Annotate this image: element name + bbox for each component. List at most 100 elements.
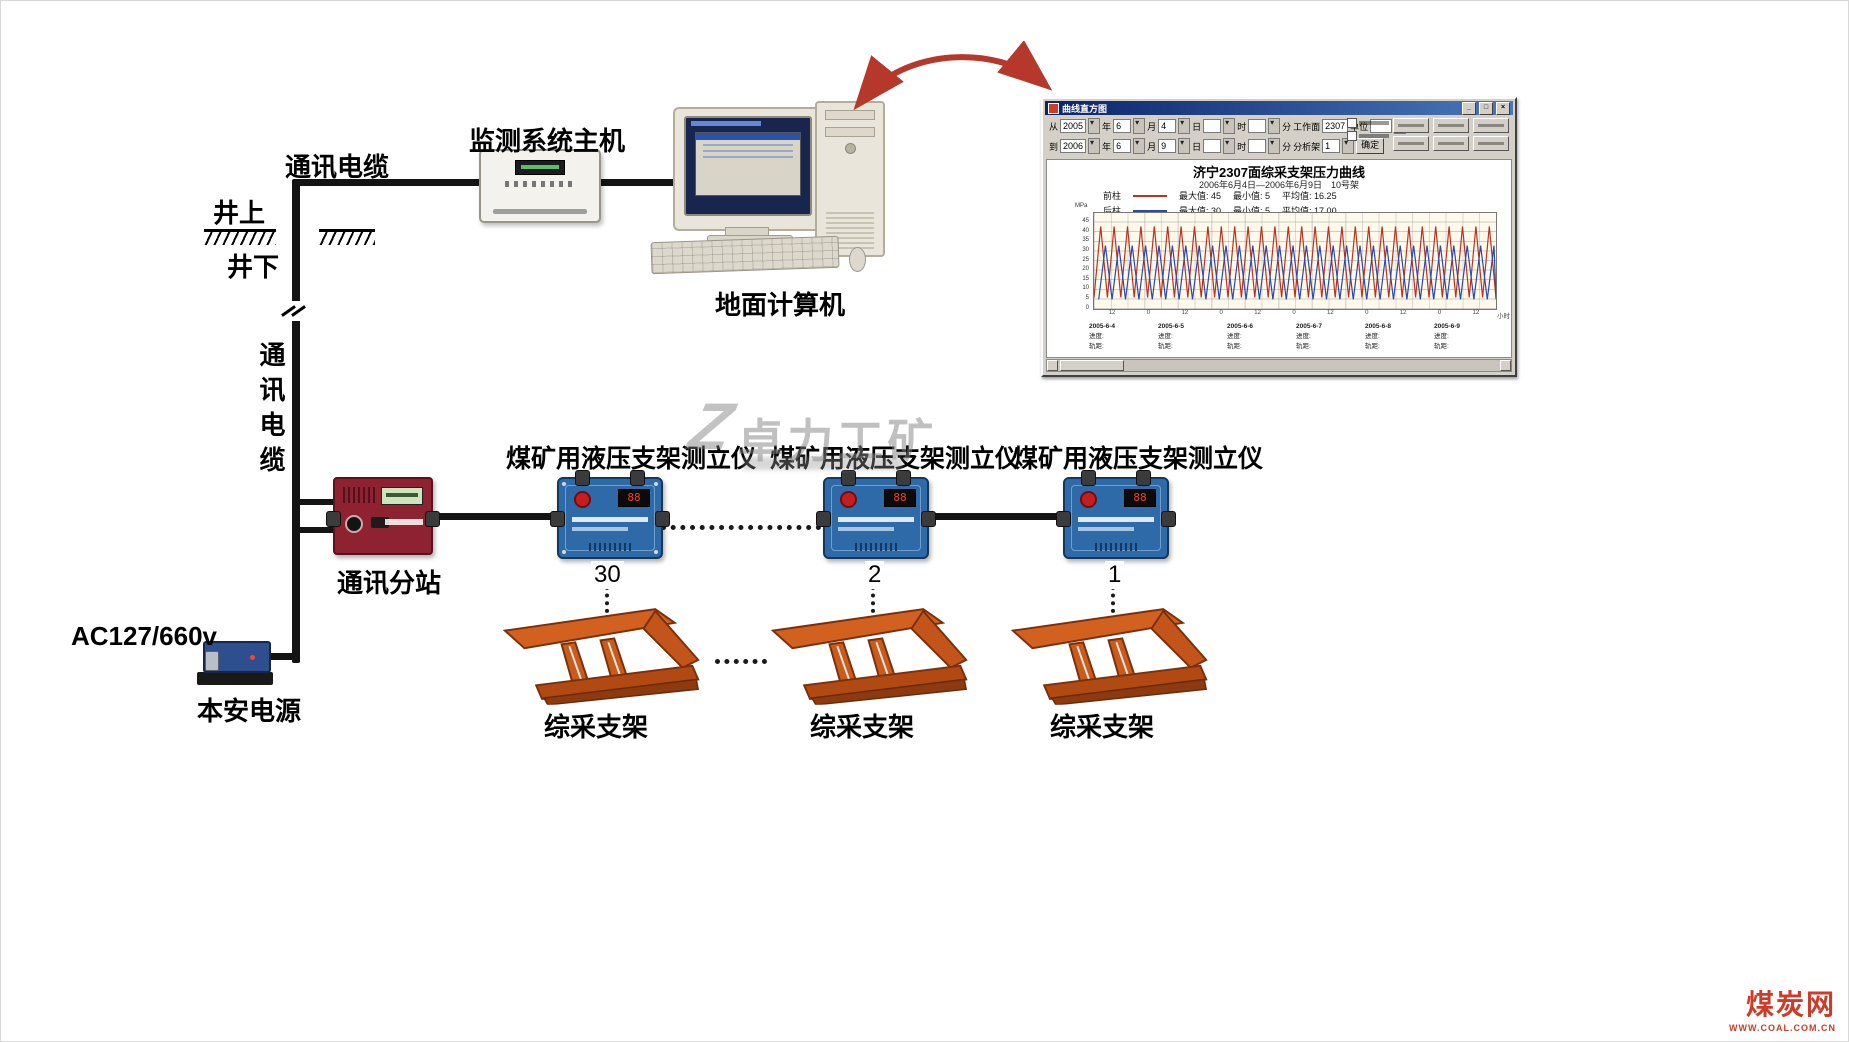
instrument-display: 88: [1124, 489, 1156, 507]
substation-connector-left: [326, 511, 341, 527]
close-button[interactable]: ×: [1496, 101, 1510, 115]
dropdown-arrow-icon[interactable]: [1223, 118, 1236, 134]
toolbar-button[interactable]: [1433, 118, 1469, 133]
screw: [654, 482, 658, 486]
year-label: 年: [1102, 141, 1112, 152]
horizontal-scrollbar[interactable]: [1046, 359, 1512, 372]
crt-monitor: [673, 107, 823, 231]
scroll-track[interactable]: [1124, 360, 1500, 371]
screen-text-line: [703, 150, 793, 152]
from-day-field[interactable]: 4: [1158, 119, 1177, 133]
scroll-thumb[interactable]: [1060, 360, 1124, 371]
from-hour-field[interactable]: [1203, 119, 1222, 133]
from-year-field[interactable]: 2005: [1060, 119, 1087, 133]
dropdown-arrow-icon[interactable]: [1223, 138, 1236, 154]
to-month-field[interactable]: 6: [1113, 139, 1132, 153]
scroll-left-arrow[interactable]: [1047, 360, 1058, 371]
legend-name: 前柱: [1103, 191, 1122, 201]
window-icon: [1048, 102, 1059, 114]
to-day-field[interactable]: 9: [1158, 139, 1177, 153]
screw: [562, 482, 566, 486]
instrument-grille: [855, 543, 897, 551]
scroll-right-arrow[interactable]: [1500, 360, 1511, 371]
substation-lcd: [381, 487, 423, 505]
instrument-connector-left: [816, 511, 831, 527]
rack-field[interactable]: 1: [1322, 139, 1341, 153]
workface-field[interactable]: 2307: [1322, 119, 1349, 133]
support-label-2: 综采支架: [810, 712, 915, 742]
substation-grille: [343, 487, 375, 503]
rack-label: 分析架: [1293, 141, 1321, 152]
ok-button[interactable]: 确定: [1356, 138, 1385, 154]
dropdown-arrow-icon[interactable]: [1133, 118, 1146, 134]
keyboard: [650, 235, 840, 275]
toolbar-button[interactable]: [1393, 136, 1429, 151]
toolbar-button[interactable]: [1473, 118, 1509, 133]
chart-content: 济宁2307面综采支架压力曲线 2006年6月4日—2006年6月9日 10号架…: [1046, 159, 1512, 358]
workface-label: 工作面: [1293, 121, 1321, 132]
substation-stub-cable: [298, 499, 338, 505]
instrument-connector-top: [1136, 470, 1151, 486]
dropdown-arrow-icon[interactable]: [1133, 138, 1146, 154]
pressure-plot: [1093, 212, 1497, 310]
instrument-connector-right: [1161, 511, 1176, 527]
window-titlebar[interactable]: 曲线直方图 _ □ ×: [1045, 101, 1513, 115]
toolbar-button[interactable]: [1473, 136, 1509, 151]
day-label: 日: [1192, 121, 1202, 132]
instrument-label-strip: [1078, 527, 1134, 531]
dropdown-arrow-icon[interactable]: [1088, 118, 1101, 134]
checkbox-label: [1359, 134, 1389, 138]
chart-legend: 前柱 最大值: 45 最小值: 5 平均值: 16.25 后柱 最大值: 30 …: [1103, 189, 1337, 217]
to-hour-field[interactable]: [1203, 139, 1222, 153]
cable-break: [281, 301, 308, 321]
power-ac-label: AC127/660v: [71, 621, 217, 651]
ground-line-right: [319, 229, 375, 245]
cd-drive-slot: [825, 110, 875, 120]
dropdown-arrow-icon[interactable]: [1178, 138, 1191, 154]
toolbar-button[interactable]: [1393, 118, 1429, 133]
power-body: [203, 641, 271, 673]
comm-cable-top-label: 通讯电缆: [285, 152, 390, 182]
instrument-number-30: 30: [591, 561, 624, 589]
instrument-display: 88: [884, 489, 916, 507]
power-cable: [265, 653, 297, 660]
power-button: [844, 143, 856, 154]
to-year-field[interactable]: 2006: [1060, 139, 1087, 153]
dropdown-arrow-icon[interactable]: [1088, 138, 1101, 154]
toolbar-button[interactable]: [1433, 136, 1469, 151]
power-connector: [205, 651, 219, 671]
dropdown-arrow-icon[interactable]: [1268, 138, 1281, 154]
from-month-field[interactable]: 6: [1113, 119, 1132, 133]
substation-button: [345, 515, 363, 533]
instrument-connector-top: [630, 470, 645, 486]
to-min-field[interactable]: [1248, 139, 1267, 153]
maximize-button[interactable]: □: [1479, 101, 1493, 115]
above-ground-label: 井上: [213, 198, 266, 228]
dropdown-arrow-icon[interactable]: [1268, 118, 1281, 134]
instrument-label-2: 煤矿用液压支架测立仪: [770, 445, 1021, 473]
below-ground-label: 井下: [227, 252, 280, 282]
y-axis-unit: MPa: [1075, 203, 1088, 209]
site-logo: 煤炭网 WWW.COAL.COM.CN: [1729, 983, 1836, 1033]
option-checkbox[interactable]: [1347, 118, 1357, 128]
pressure-instrument-30: 88: [550, 470, 670, 559]
instrument-connector-top: [896, 470, 911, 486]
instrument-red-button: [574, 491, 591, 508]
dropdown-arrow-icon[interactable]: [1178, 118, 1191, 134]
instrument-label-strip: [572, 527, 628, 531]
option-checkbox[interactable]: [1347, 131, 1357, 141]
instrument-label-1: 煤矿用液压支架测立仪: [506, 445, 757, 473]
pressure-instrument-2: 88: [816, 470, 936, 559]
pressure-instrument-1: 88: [1056, 470, 1176, 559]
minimize-button[interactable]: _: [1462, 101, 1476, 115]
screen-caption-line: [691, 121, 761, 126]
unit-field[interactable]: [1370, 119, 1393, 133]
checkbox-label: [1359, 121, 1389, 125]
safe-power-device: [195, 637, 275, 687]
instrument-connector-top: [841, 470, 856, 486]
from-min-field[interactable]: [1248, 119, 1267, 133]
substation-stub-cable: [298, 527, 338, 533]
